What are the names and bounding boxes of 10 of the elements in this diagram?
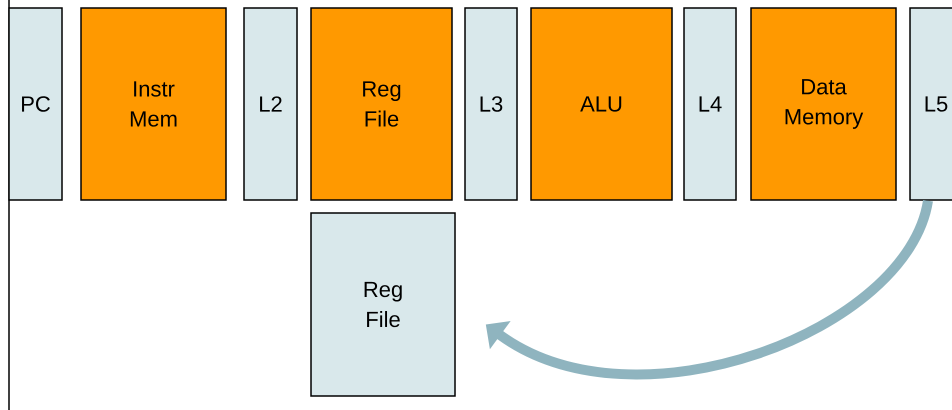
register-box: L5 [909, 7, 952, 201]
register-box: L2 [243, 7, 298, 201]
register-box: PC [8, 7, 63, 201]
register-box: L3 [464, 7, 518, 201]
stage-box: ALU [530, 7, 673, 201]
stage-box: Data Memory [750, 7, 897, 201]
stage-box: Reg File [310, 7, 453, 201]
register-file-box: Reg File [310, 212, 456, 397]
stage-box: Instr Mem [80, 7, 227, 201]
register-box: L4 [683, 7, 737, 201]
